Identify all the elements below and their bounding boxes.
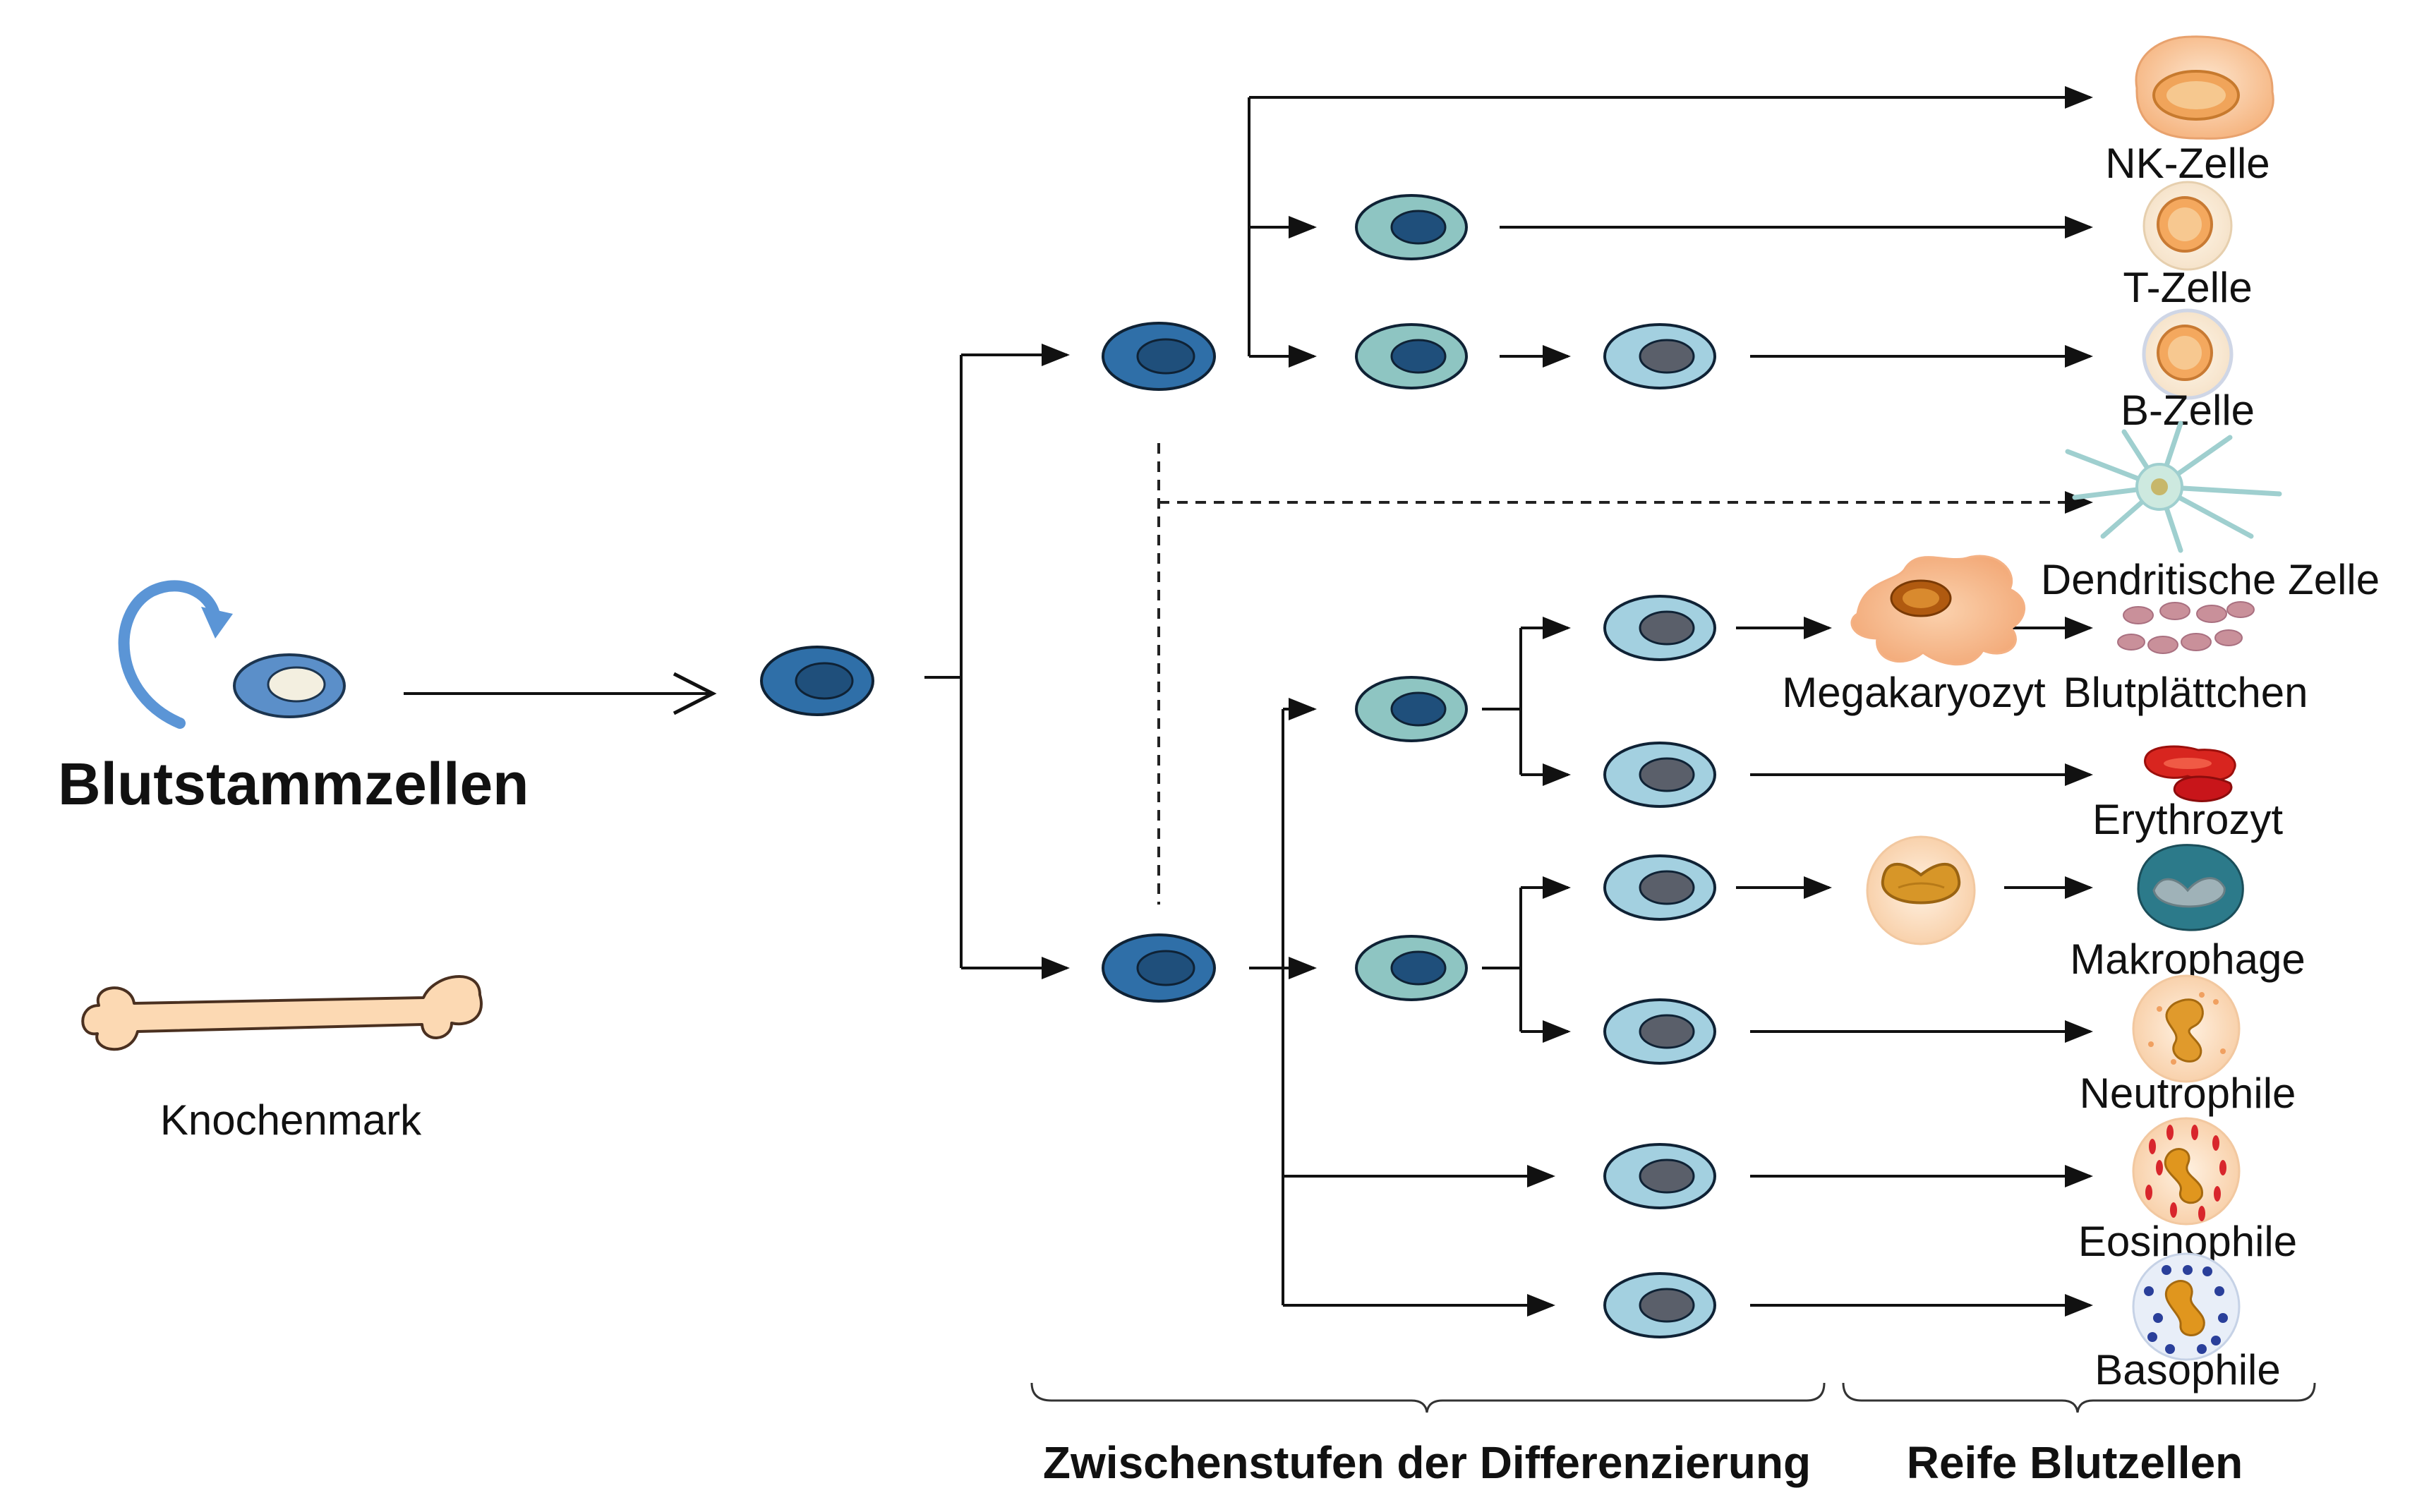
b-cell-icon: [2142, 308, 2234, 400]
basophil-label: Basophile: [2094, 1346, 2281, 1393]
monoblast-cell: [1603, 854, 1716, 921]
megakaryocyte-erythroid-precursor-cell: [1355, 676, 1468, 742]
dendritic-cell-icon: [2065, 421, 2282, 553]
stem-cells-label: Blutstammzellen: [58, 751, 529, 817]
arrow-head: [673, 672, 717, 715]
neutrophil-label: Neutrophile: [2080, 1070, 2296, 1117]
bone-icon: [81, 975, 483, 1051]
dendritic-cell-label: Dendritische Zelle: [2041, 556, 2380, 603]
platelets-label: Blutplättchen: [2063, 669, 2308, 716]
t-cell-label: T-Zelle: [2123, 264, 2252, 311]
eosinophil-icon: [2132, 1117, 2241, 1226]
mature-brace: [1842, 1382, 2316, 1413]
basophil-precursor-cell: [1603, 1272, 1716, 1338]
t-cell-icon: [2142, 181, 2233, 271]
bone-marrow-label: Knochenmark: [160, 1096, 422, 1144]
intermediate-brace: [1030, 1382, 1826, 1413]
eosinophil-precursor-cell: [1603, 1143, 1716, 1209]
erythrocyte-label: Erythrozyt: [2092, 796, 2283, 843]
neutrophil-icon: [2132, 974, 2241, 1083]
self-renewal-arrow-icon: [118, 580, 233, 729]
b-intermediate-cell: [1603, 323, 1716, 389]
megakaryocyte-icon: [1850, 555, 2025, 666]
b-precursor-cell: [1355, 323, 1468, 389]
megakaryocyte-label: Megakaryozyt: [1782, 669, 2046, 716]
nk-cell-label: NK-Zelle: [2105, 140, 2270, 187]
intermediate-stages-label: Zwischenstufen der Differenzierung: [1043, 1437, 1811, 1488]
platelets-icon: [2117, 601, 2255, 654]
t-precursor-cell: [1355, 194, 1468, 260]
stem-cell: [233, 653, 346, 718]
mature-blood-cells-label: Reife Blutzellen: [1907, 1437, 2243, 1488]
erythrocyte-icon: [2144, 745, 2236, 802]
erythroblast-cell: [1603, 742, 1716, 808]
megakaryoblast-cell: [1603, 595, 1716, 661]
monocyte-icon: [1866, 835, 1976, 945]
nk-cell-icon: [2135, 35, 2274, 140]
multipotent-progenitor-cell: [760, 646, 874, 716]
basophil-icon: [2132, 1252, 2241, 1361]
neutrophil-precursor-cell: [1603, 998, 1716, 1065]
macrophage-icon: [2137, 844, 2244, 931]
granulocyte-monocyte-precursor-cell: [1355, 935, 1468, 1001]
lymphoid-progenitor-cell: [1102, 322, 1216, 391]
myeloid-progenitor-cell: [1102, 933, 1216, 1003]
b-cell-label: B-Zelle: [2121, 387, 2255, 434]
